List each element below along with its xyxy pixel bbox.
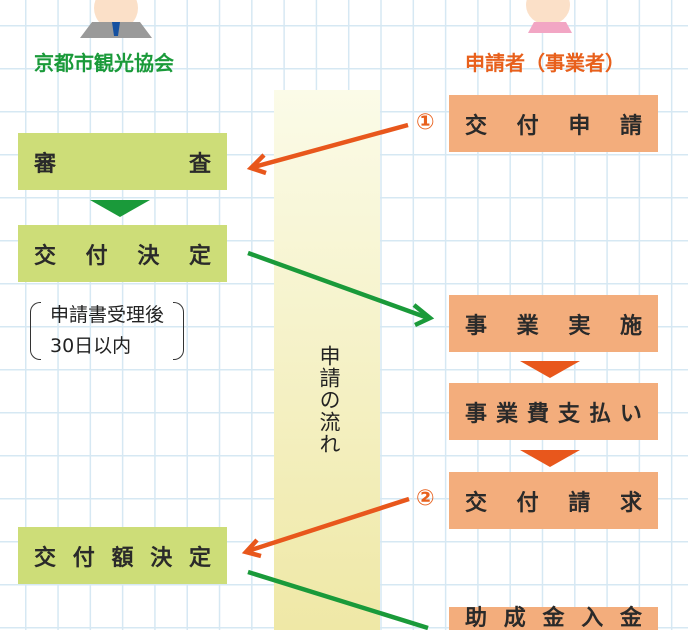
left-actor-label: 京都市観光協会 (34, 51, 174, 75)
box-fund-receipt: 助成金入金 (449, 607, 658, 630)
box-payment: 事業費支払い (449, 383, 658, 440)
box-grant-decision: 交付決定 (18, 225, 227, 282)
down-triangle-icon (90, 200, 150, 217)
arrow-payment (247, 569, 429, 630)
applicant-figure-icon (526, 0, 572, 33)
box-application: 交付申請 (449, 95, 658, 152)
down-triangle-icon (520, 450, 580, 467)
step-1-marker: ① (416, 110, 435, 135)
down-triangle-icon (520, 361, 580, 378)
step-2-marker: ② (416, 486, 435, 511)
box-implementation: 事業実施 (449, 295, 658, 352)
right-actor-label: 申請者（事業者） (465, 51, 625, 75)
box-amount-decision: 交付額決定 (18, 527, 227, 584)
box-grant-request: 交付請求 (449, 472, 658, 529)
arrow-request (241, 496, 410, 559)
flow-band (274, 90, 380, 630)
band-label: 申請の流れ (317, 345, 341, 455)
staff-figure-icon (80, 0, 152, 38)
arrow-decision (247, 250, 435, 328)
arrow-apply (246, 122, 409, 176)
box-review: 審査 (18, 133, 227, 190)
